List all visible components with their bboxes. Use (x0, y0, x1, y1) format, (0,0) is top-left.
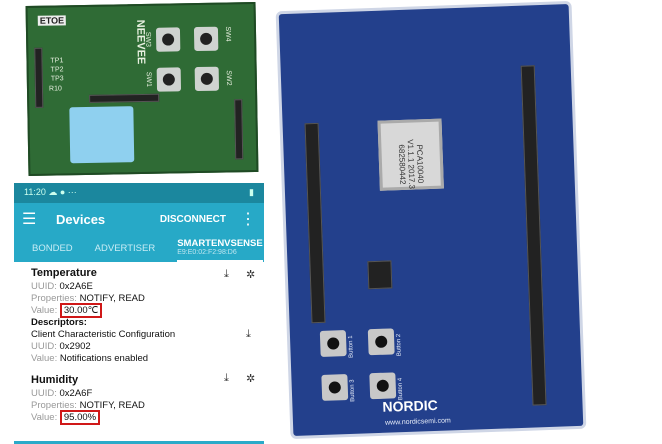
descriptors-heading: Descriptors: (31, 317, 87, 328)
label-r10: R10 (48, 85, 62, 93)
char-uuid: 0x2A6E (59, 281, 93, 292)
label-tp1: TP1 (50, 57, 64, 65)
notify-icon[interactable]: ✲ (246, 269, 256, 281)
descriptor-uuid: 0x2902 (59, 341, 91, 352)
label-sw3: SW3 (144, 31, 152, 48)
nrf52-chip: PCA10040 V1.1.1 2017.3 682580442 (377, 118, 444, 191)
pin-header-left (304, 122, 326, 324)
switch-sw3 (155, 27, 181, 52)
app-bar: ☰ Devices DISCONNECT ⋮ (14, 203, 264, 235)
sensor-shield-photo: ETOE NEEVEE SW3 SW4 SW1 SW2 TP1 TP2 TP3 … (25, 2, 259, 176)
label-button-4: Button 4 (397, 377, 405, 401)
label-tp3: TP3 (50, 75, 64, 83)
board-button-3 (321, 374, 349, 401)
switch-sw1 (156, 67, 182, 92)
inductor (367, 260, 393, 290)
read-icon[interactable]: ⤓ (224, 372, 229, 384)
temperature-value: 30.00℃ (59, 303, 103, 318)
switch-sw4 (193, 26, 219, 52)
tab-bonded[interactable]: BONDED (32, 243, 73, 254)
characteristics-list: ⤓ ✲ Temperature UUID: 0x2A6E Properties:… (14, 262, 264, 425)
char-props: NOTIFY, READ (79, 400, 145, 411)
read-icon[interactable]: ⤓ (224, 268, 229, 280)
status-bar: 11:20 ☁ ● ··· ▮ (14, 183, 264, 203)
char-name: Humidity (31, 374, 79, 386)
board-button-4 (369, 372, 397, 400)
status-icons: ☁ ● ··· (48, 187, 77, 197)
board-button-2 (367, 328, 395, 356)
battery-icon: ▮ (249, 187, 254, 197)
header-p4 (89, 93, 160, 103)
board-button-1 (319, 330, 347, 357)
dht-sensor (69, 106, 135, 164)
label-button-3: Button 3 (349, 379, 357, 402)
close-icon[interactable]: ✕ (270, 240, 282, 256)
menu-icon[interactable]: ☰ (22, 211, 37, 228)
label-sw4: SW4 (224, 26, 232, 42)
nordic-logo: NORDIC (382, 396, 438, 415)
label-button-2: Button 2 (395, 333, 403, 357)
nordic-dev-board-photo: PCA10040 V1.1.1 2017.3 682580442 Button … (275, 0, 587, 440)
label-tp2: TP2 (50, 66, 64, 74)
tab-advertiser[interactable]: ADVERTISER (94, 243, 156, 254)
notify-icon[interactable]: ✲ (246, 373, 256, 385)
label-sw1: SW1 (144, 71, 153, 88)
board-website: www.nordicsemi.com (384, 417, 451, 427)
header-p1 (234, 99, 244, 160)
label-button-1: Button 1 (347, 335, 355, 358)
label-sw2: SW2 (224, 70, 233, 86)
descriptor-name: Client Characteristic Configuration (31, 329, 176, 340)
char-name: Temperature (31, 267, 97, 279)
nrf-connect-screenshot: 11:20 ☁ ● ··· ▮ ☰ Devices DISCONNECT ⋮ BO… (14, 183, 282, 444)
char-uuid: 0x2A6F (59, 388, 93, 399)
device-address: E9:E0:02:F2:98:D6 (177, 249, 237, 256)
disconnect-button[interactable]: DISCONNECT (159, 213, 226, 225)
pin-header-right (520, 65, 547, 406)
descriptor-value: Notifications enabled (59, 353, 149, 364)
switch-sw2 (194, 66, 220, 92)
app-title: Devices (56, 211, 106, 227)
descriptor-read-icon[interactable]: ⤓ (246, 328, 251, 340)
pcb-label: ETOE (37, 15, 67, 26)
more-icon[interactable]: ⋮ (240, 211, 256, 228)
char-props: NOTIFY, READ (79, 293, 145, 304)
header-p3 (34, 47, 44, 108)
status-time: 11:20 (24, 187, 46, 197)
humidity-value: 95.00% (59, 410, 101, 425)
